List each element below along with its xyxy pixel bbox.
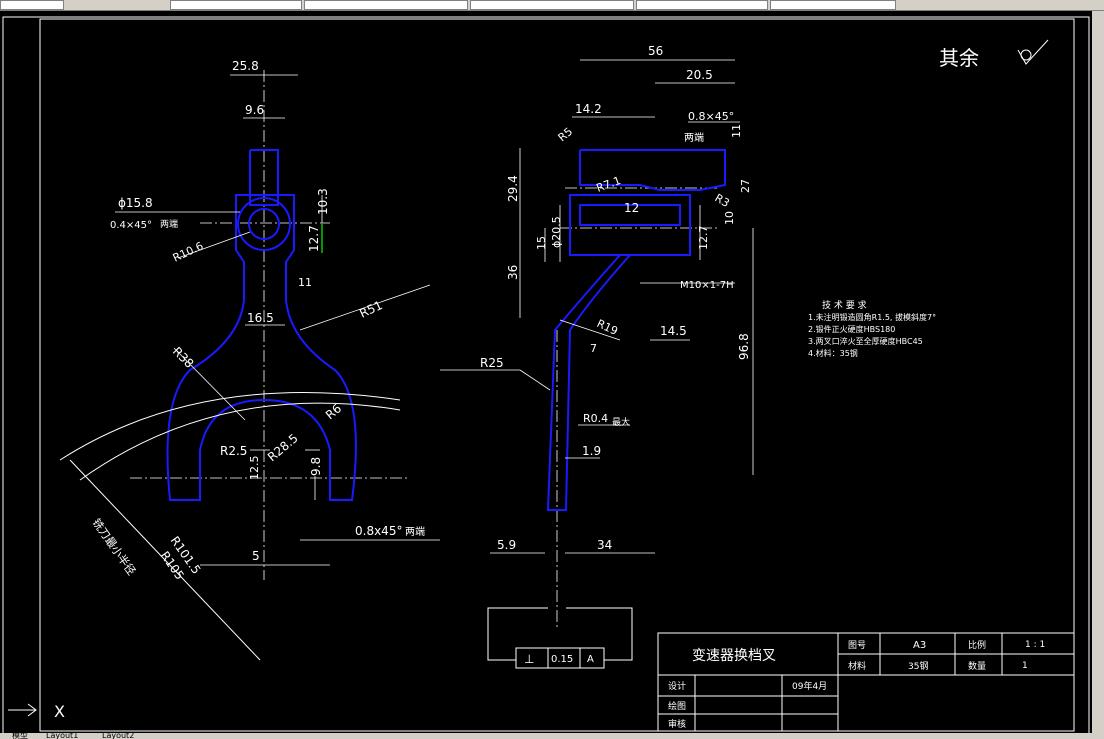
dim-14-5: 14.5 — [660, 324, 687, 338]
perpendicularity-symbol: ⊥ — [524, 652, 534, 666]
material-value: 35钢 — [908, 660, 928, 672]
dim-12: 12 — [624, 201, 639, 215]
dim-phi15-8: ϕ15.8 — [118, 196, 153, 210]
dim-34: 34 — [597, 538, 612, 552]
qty-value: 1 — [1022, 661, 1028, 671]
dim-both-ends: 两端 — [160, 218, 178, 230]
dim-chamfer-2: 0.8x45° — [355, 524, 402, 538]
dim-11-r: 11 — [730, 124, 743, 138]
dim-chamfer: 0.4×45° — [110, 220, 152, 231]
dim-29-4: 29.4 — [506, 175, 520, 202]
checked-label: 审核 — [668, 718, 686, 730]
qty-label: 数量 — [968, 660, 986, 672]
tech-req-4: 4.材料：35钢 — [808, 348, 858, 358]
roughness-note: 其余 — [939, 46, 979, 70]
dim-r28-5: R28.5 — [265, 431, 301, 464]
dim-5-9: 5.9 — [497, 538, 516, 552]
toolbar — [0, 0, 1104, 11]
dim-12-5: 12.5 — [248, 456, 261, 481]
tolerance-value: 0.15 — [551, 654, 573, 665]
dim-phi20-5: ϕ20.5 — [550, 216, 563, 248]
thread-callout: M10×1-7H — [680, 280, 734, 291]
part-name: 变速器换档叉 — [692, 647, 776, 664]
dim-7: 7 — [590, 342, 597, 355]
plotstyle-dropdown[interactable] — [636, 0, 768, 10]
drawing-no: A3 — [913, 640, 926, 651]
dim-r19: R19 — [595, 317, 620, 338]
ucs-x-label: X — [54, 702, 65, 721]
right-view: 56 20.5 14.2 0.8×45° 两端 11 27 R5 R7.1 12… — [440, 44, 754, 669]
layer-dropdown[interactable] — [0, 0, 64, 10]
lineweight-dropdown[interactable] — [470, 0, 634, 10]
drawn-label: 绘图 — [668, 700, 686, 712]
dim-9-6: 9.6 — [245, 103, 264, 117]
dim-both-ends-r: 两端 — [684, 131, 704, 144]
dim-56: 56 — [648, 44, 663, 58]
dim-r2-5: R2.5 — [220, 444, 247, 458]
style-dropdown[interactable] — [770, 0, 896, 10]
dim-11: 11 — [298, 276, 312, 289]
title-block — [657, 632, 1075, 732]
color-dropdown[interactable] — [170, 0, 302, 10]
dim-r25: R25 — [480, 356, 504, 370]
dim-96-8: 96.8 — [737, 333, 751, 360]
dim-r10-6: R10.6 — [171, 239, 206, 264]
dim-r3: R3 — [713, 191, 732, 210]
tab-model[interactable]: 模型 — [12, 733, 28, 739]
designer-label: 设计 — [668, 680, 686, 692]
tab-layout1[interactable]: Layout1 — [46, 733, 79, 739]
left-view: 25.8 9.6 ϕ15.8 0.4×45° 两端 10.3 R10.6 12.… — [59, 59, 440, 661]
dim-chamfer-r: 0.8×45° — [688, 110, 734, 123]
tech-req-title: 技 术 要 求 — [822, 299, 867, 311]
dim-9-8: 9.8 — [309, 457, 323, 476]
dim-r6: R6 — [323, 401, 344, 422]
layout-tabs: 模型 Layout1 Layout2 — [0, 733, 1104, 739]
dim-r5: R5 — [556, 125, 576, 144]
dim-10-3: 10.3 — [316, 188, 330, 215]
tolerance-datum: A — [587, 654, 594, 665]
inner-frame — [39, 18, 1075, 732]
dim-r7-1: R7.1 — [595, 174, 623, 195]
scale-value: 1 : 1 — [1025, 640, 1045, 650]
dim-max: 最大 — [612, 416, 630, 428]
outer-frame — [2, 16, 1090, 733]
ucs-icon — [8, 703, 37, 717]
dim-12-7: 12.7 — [307, 225, 321, 252]
dim-both-ends-2: 两端 — [405, 525, 425, 538]
vertical-scrollbar[interactable] — [1092, 11, 1104, 733]
dim-20-5: 20.5 — [686, 68, 713, 82]
fork-outline — [166, 149, 357, 501]
drawing-no-label: 图号 — [848, 640, 866, 651]
dim-1-9: 1.9 — [582, 444, 601, 458]
roughness-symbol-icon — [1017, 39, 1049, 65]
dim-r0-4: R0.4 — [583, 412, 608, 425]
dim-5: 5 — [252, 549, 260, 563]
dim-10-r: 10 — [723, 211, 736, 225]
dim-12-7-r: 12.7 — [697, 226, 710, 251]
dim-25-8: 25.8 — [232, 59, 259, 73]
dim-16-5: 16.5 — [247, 311, 274, 325]
tab-layout2[interactable]: Layout2 — [102, 733, 135, 739]
dim-r51: R51 — [357, 298, 384, 321]
profile-outline — [546, 149, 726, 511]
tech-req-2: 2.锻件正火硬度HBS180 — [808, 324, 895, 334]
tech-requirements: 技 术 要 求 1.未注明锻造圆角R1.5, 拔模斜度7° 2.锻件正火硬度HB… — [808, 299, 936, 358]
tech-req-3: 3.两叉口淬火至全厚硬度HBC45 — [808, 336, 923, 346]
design-date: 09年4月 — [792, 680, 827, 692]
dim-15: 15 — [535, 236, 548, 250]
tech-req-1: 1.未注明锻造圆角R1.5, 拔模斜度7° — [808, 312, 936, 322]
material-label: 材料 — [848, 660, 866, 672]
dim-36: 36 — [506, 265, 520, 280]
scale-label: 比例 — [968, 639, 986, 651]
linetype-dropdown[interactable] — [304, 0, 468, 10]
drawing-canvas[interactable]: 其余 — [0, 11, 1092, 733]
dim-27: 27 — [739, 179, 752, 193]
dim-14-2: 14.2 — [575, 102, 602, 116]
